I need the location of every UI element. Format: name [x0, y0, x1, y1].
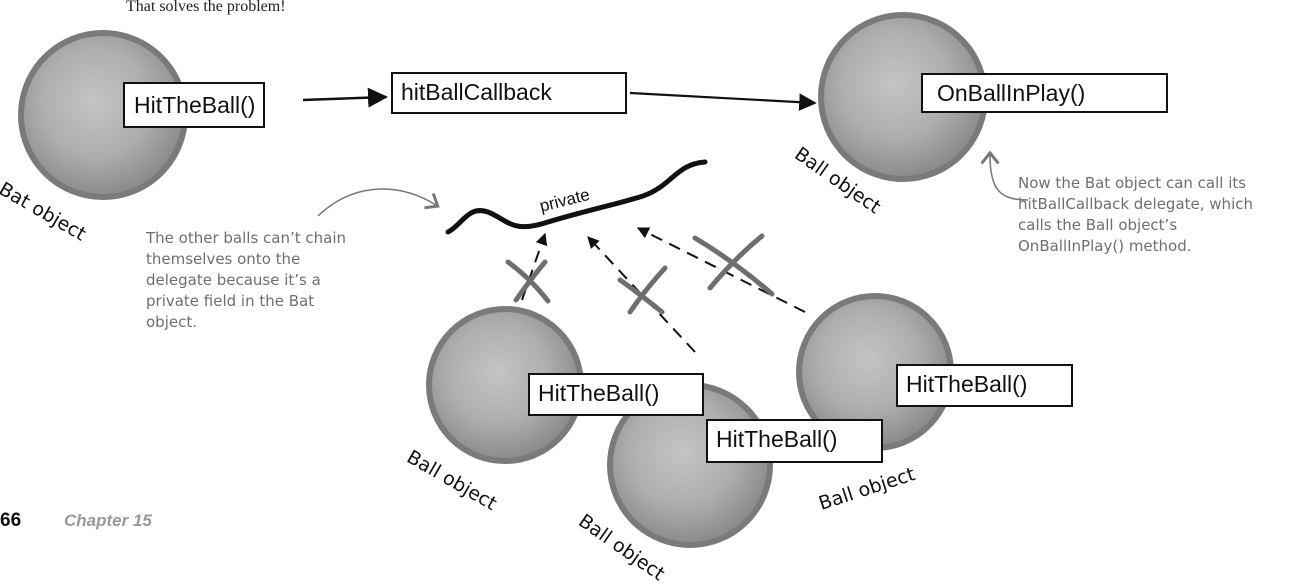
chapter-label: Chapter 15	[64, 511, 152, 530]
x-mark-1	[505, 259, 551, 304]
right-annotation: Now the Bat object can call its hitBallC…	[1018, 174, 1253, 255]
other-ball-3-method-box: HitTheBall()	[896, 364, 1073, 407]
x-mark-3	[692, 233, 775, 297]
arrow-delegate-to-ball	[629, 91, 817, 111]
bat-method-box: HitTheBall()	[123, 82, 266, 128]
intro-text: That solves the problem!	[126, 0, 286, 15]
left-annotation-arrow	[317, 188, 440, 217]
delegate-box: hitBallCallback	[391, 72, 627, 114]
target-method-box: OnBallInPlay()	[921, 73, 1168, 113]
left-annotation: The other balls can’t chain themselves o…	[146, 229, 347, 331]
other-ball-2-method-box: HitTheBall()	[706, 419, 883, 463]
arrow-bat-to-delegate	[302, 87, 388, 108]
other-ball-1-method-box: HitTheBall()	[528, 373, 704, 416]
x-mark-2	[617, 265, 668, 315]
page-number: 66	[0, 510, 22, 531]
right-annotation-arrow	[980, 150, 1029, 201]
private-line	[445, 159, 708, 235]
